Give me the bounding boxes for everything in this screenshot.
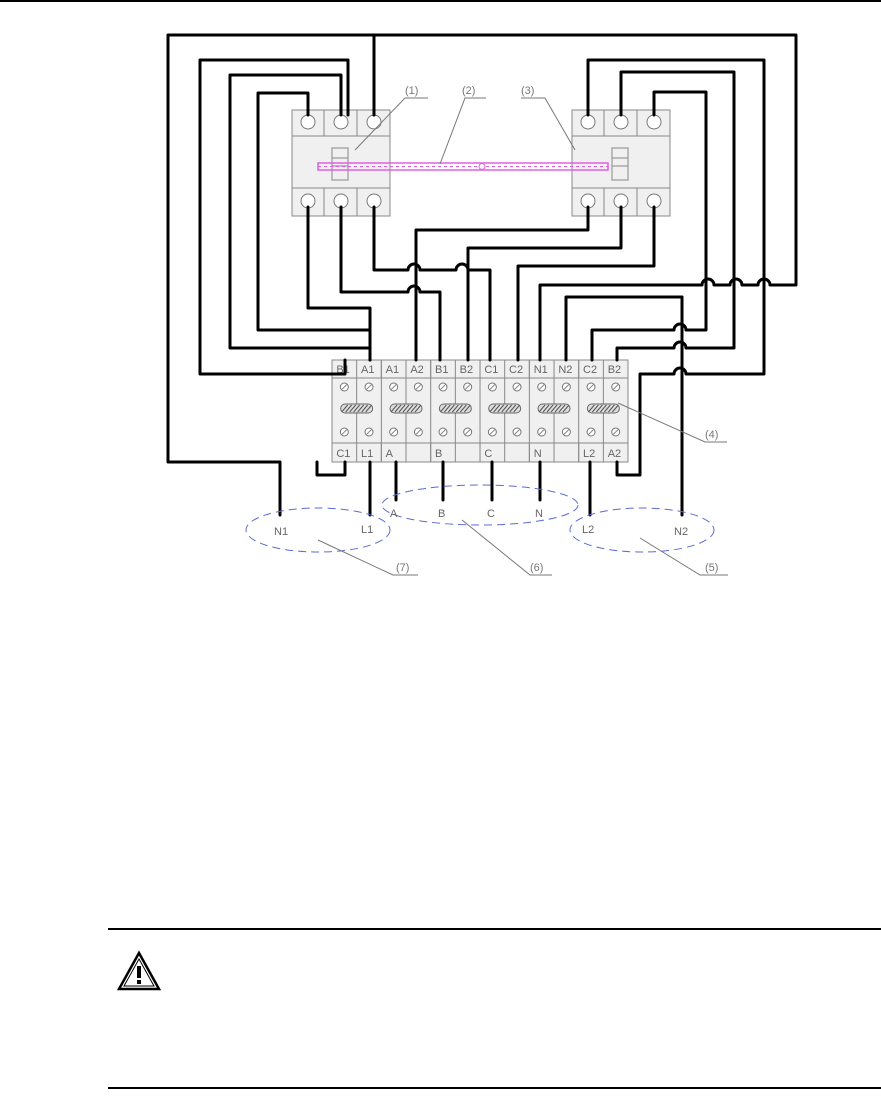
- label-l2: L2: [582, 524, 594, 536]
- warning-top-rule: [108, 928, 881, 930]
- terminal-label-bottom: C: [484, 448, 492, 460]
- breaker-1-handle: [332, 148, 348, 180]
- terminal-label-top: C2: [583, 364, 597, 376]
- terminal-label-bottom: N: [534, 448, 542, 460]
- terminal-label-bottom: A2: [608, 448, 621, 460]
- terminal-label-top: B1: [435, 364, 448, 376]
- warning-triangle-icon: [116, 950, 162, 992]
- breaker-3-handle: [612, 148, 628, 180]
- terminal-label-top: B2: [460, 364, 473, 376]
- callout-7: (7): [396, 562, 409, 574]
- label-n1: N1: [274, 526, 288, 538]
- label-n: N: [535, 508, 543, 520]
- terminal-label-bottom: L2: [583, 448, 595, 460]
- label-n2: N2: [674, 526, 688, 538]
- terminal-label-bottom: L1: [361, 448, 373, 460]
- terminal-label-top: A1: [386, 364, 399, 376]
- terminal-label-top: N2: [558, 364, 572, 376]
- label-b: B: [438, 508, 445, 520]
- terminal-label-bottom: C1: [336, 448, 350, 460]
- warning-bottom-rule: [108, 1087, 881, 1089]
- callout-1: (1): [405, 85, 418, 97]
- terminal-label-top: A2: [410, 364, 423, 376]
- terminal-label-bottom: B: [435, 448, 442, 460]
- group-6-ellipse: [382, 485, 578, 525]
- label-a: A: [390, 508, 398, 520]
- callout-5: (5): [705, 562, 718, 574]
- terminal-label-top: C1: [484, 364, 498, 376]
- callout-6: (6): [530, 562, 543, 574]
- callout-4: (4): [705, 429, 718, 441]
- terminal-label-top: N1: [534, 364, 548, 376]
- terminal-label-top: B2: [608, 364, 621, 376]
- terminal-label-bottom: A: [386, 448, 394, 460]
- label-l1: L1: [361, 524, 373, 536]
- terminal-label-top: C2: [509, 364, 523, 376]
- callout-2: (2): [462, 85, 475, 97]
- label-c: C: [487, 508, 495, 520]
- callout-3: (3): [521, 85, 534, 97]
- warning-notice: [108, 928, 881, 1096]
- terminal-label-top: A1: [361, 364, 374, 376]
